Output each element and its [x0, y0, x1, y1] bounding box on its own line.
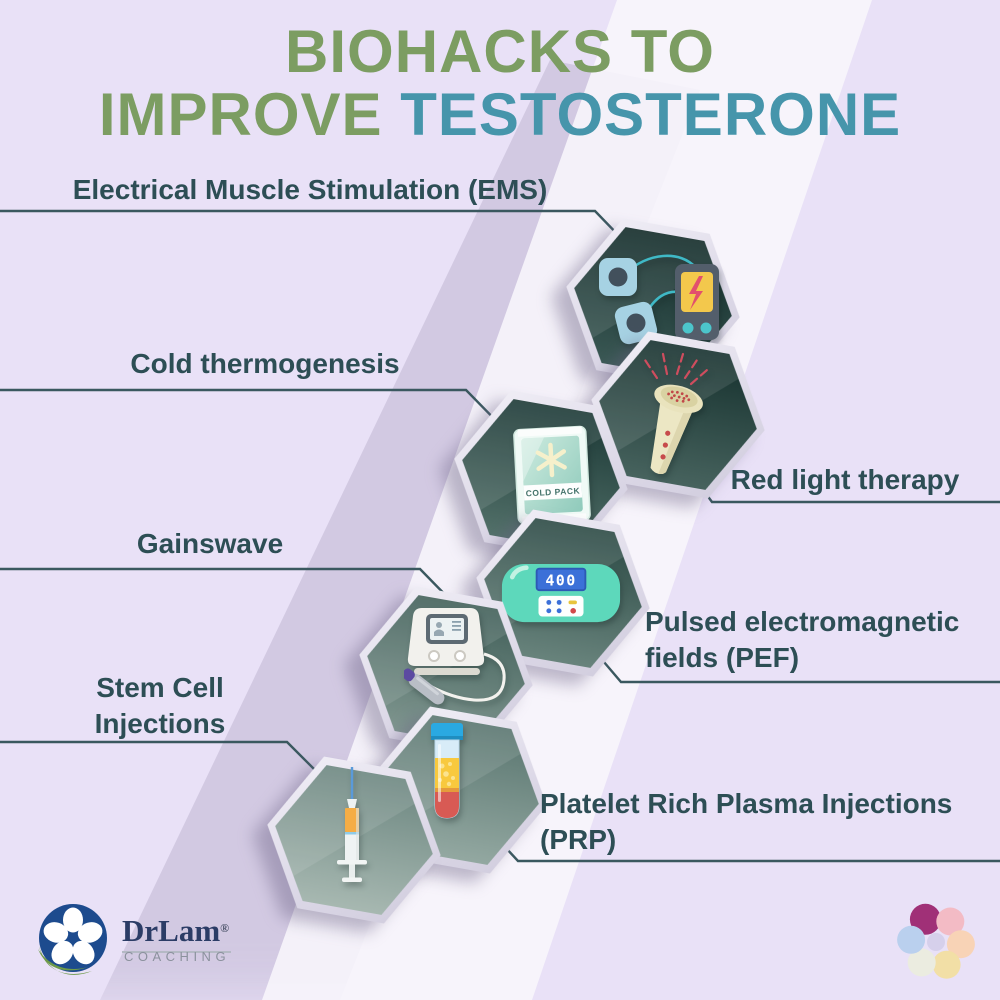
title-line2: IMPROVE TESTOSTERONE [98, 81, 902, 148]
connector-line-pef [597, 654, 1000, 684]
label-stem-cell: Stem Cell Injections [94, 672, 226, 739]
label-pef: Pulsed electromagnetic fields (PEF) [645, 606, 960, 673]
syringe-icon [264, 749, 440, 903]
hexagon-stem-cell [266, 763, 442, 917]
cold-pack-label: COLD PACK [525, 486, 580, 499]
hexagon-pef: 400 [475, 516, 651, 670]
drlam-wordmark: DrLam® COACHING [122, 912, 232, 964]
gainswave-machine-icon [368, 579, 544, 733]
connector-line-cold [0, 388, 512, 437]
hexagon-ems [565, 225, 741, 379]
red-light-device-icon [584, 336, 760, 490]
title-line1: BIOHACKS TO [285, 18, 715, 85]
page-title: BIOHACKS TO IMPROVE TESTOSTERONE [0, 20, 1000, 146]
label-prp: Platelet Rich Plasma Injections (PRP) [540, 788, 953, 855]
test-tube-icon [359, 697, 535, 851]
hexagon-prp [372, 713, 548, 867]
label-red-light: Red light therapy [730, 464, 960, 495]
drlam-name: DrLam® [122, 912, 232, 953]
drlam-subtitle: COACHING [124, 948, 231, 964]
hexagon-red-light [590, 338, 766, 492]
flower-logo-icon [886, 888, 986, 1000]
pef-device-icon: 400 [473, 516, 649, 670]
drlam-logo: DrLam® COACHING [36, 901, 232, 975]
connector-line-ems [0, 209, 623, 240]
label-gainswave: Gainswave [136, 528, 284, 559]
label-ems: Electrical Muscle Stimulation (EMS) [72, 174, 548, 205]
pef-display-value: 400 [545, 572, 576, 590]
hexagon-gainswave [358, 593, 534, 747]
label-cold: Cold thermogenesis [130, 348, 400, 379]
drlam-flower-icon [38, 904, 107, 975]
ems-device-icon [574, 225, 750, 379]
registered-mark: ® [220, 920, 230, 935]
